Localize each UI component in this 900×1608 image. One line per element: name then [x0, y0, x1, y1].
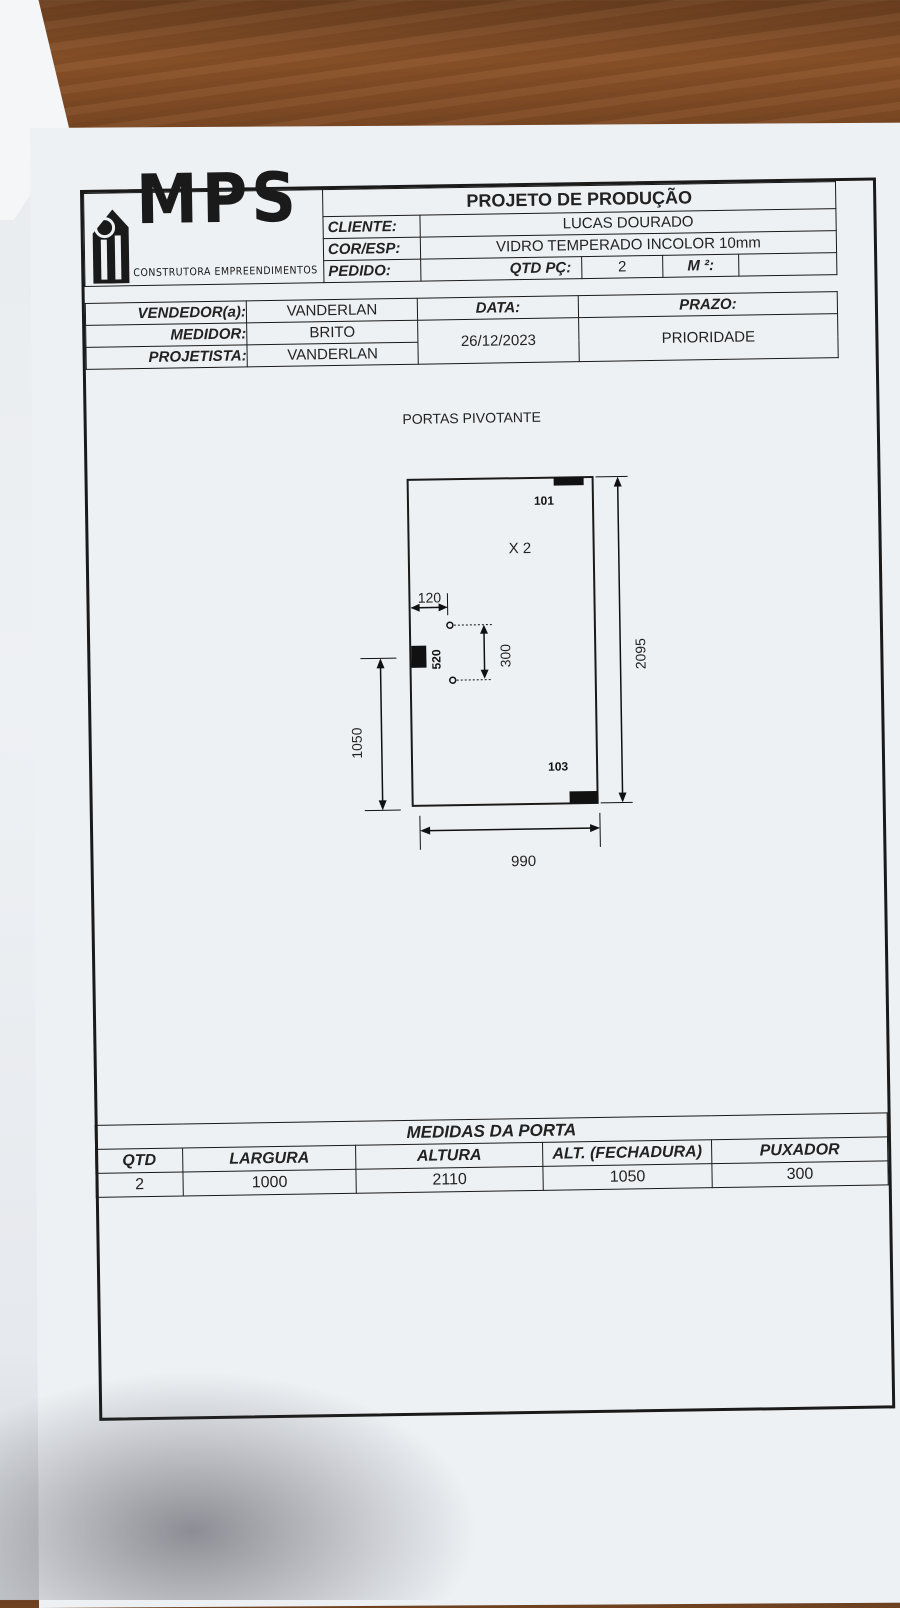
- door-panel: [408, 477, 598, 806]
- qtd-value: 2: [582, 255, 663, 278]
- building-logo-icon: [88, 199, 135, 284]
- medidas-altura: 2110: [356, 1166, 543, 1193]
- lock-offset-dimension: 120: [418, 589, 442, 605]
- lock-mark: [411, 646, 426, 668]
- medidas-alt-fechadura: 1050: [543, 1164, 712, 1191]
- lock-height-dimension-line: [380, 661, 382, 807]
- data-label: DATA:: [417, 296, 578, 321]
- lock-label: 520: [429, 649, 443, 670]
- cliente-label: CLIENTE:: [323, 215, 420, 239]
- qtd-label: QTD PÇ:: [421, 257, 582, 282]
- medidas-largura: 1000: [183, 1169, 356, 1196]
- width-dimension: 990: [511, 853, 536, 870]
- medidas-header-alt-fechadura: ALT. (FECHADURA): [543, 1140, 712, 1167]
- lock-height-dimension: 1050: [348, 727, 364, 759]
- medidas-header-puxador: PUXADOR: [711, 1137, 887, 1164]
- height-dimension-line: [618, 480, 623, 800]
- medidas-header-largura: LARGURA: [183, 1145, 356, 1172]
- m2-value: [739, 253, 837, 277]
- width-dimension-line: [423, 828, 597, 831]
- medidas-table: MEDIDAS DA PORTA QTD LARGURA ALTURA ALT.…: [95, 1112, 889, 1197]
- handle-dimension: 300: [497, 644, 513, 668]
- bottom-pivot-label: 103: [548, 759, 569, 773]
- handle-dimension-line: [484, 627, 485, 677]
- medidas-qtd: 2: [96, 1172, 183, 1197]
- top-pivot-label: 101: [534, 494, 555, 508]
- medidor-label: MEDIDOR:: [86, 323, 247, 348]
- top-pivot-mark: [554, 477, 584, 485]
- logo-brand-text: MPS: [136, 185, 300, 211]
- logo-subtitle: CONSTRUTORA EMPREENDIMENTOS: [133, 260, 318, 284]
- vendedor-label: VENDEDOR(a):: [85, 301, 246, 326]
- medidas-header-altura: ALTURA: [356, 1142, 543, 1169]
- drawing-title: PORTAS PIVOTANTE: [402, 409, 541, 427]
- cor-label: COR/ESP:: [323, 237, 420, 261]
- handle-hole-top: [447, 622, 453, 628]
- company-logo: MPS CONSTRUTORA EMPREENDIMENTOS: [84, 190, 324, 287]
- door-drawing: PORTAS PIVOTANTE 101 103 520 X 2 300 120: [86, 351, 851, 1123]
- pedido-label: PEDIDO:: [324, 259, 421, 283]
- vendedor-value: VANDERLAN: [246, 298, 417, 323]
- medidas-header-qtd: QTD: [96, 1148, 183, 1173]
- handle-hole-bottom: [450, 677, 456, 683]
- bottom-pivot-mark: [570, 791, 598, 803]
- header-table: MPS CONSTRUTORA EMPREENDIMENTOS PROJETO …: [83, 181, 837, 287]
- multiplier-label: X 2: [509, 540, 532, 557]
- production-sheet: MPS CONSTRUTORA EMPREENDIMENTOS PROJETO …: [80, 177, 895, 1420]
- medidor-value: BRITO: [247, 320, 418, 345]
- height-dimension: 2095: [632, 638, 648, 670]
- hand-shadow: [0, 1370, 480, 1600]
- m2-label: M ²:: [663, 254, 739, 277]
- medidas-puxador: 300: [712, 1161, 888, 1188]
